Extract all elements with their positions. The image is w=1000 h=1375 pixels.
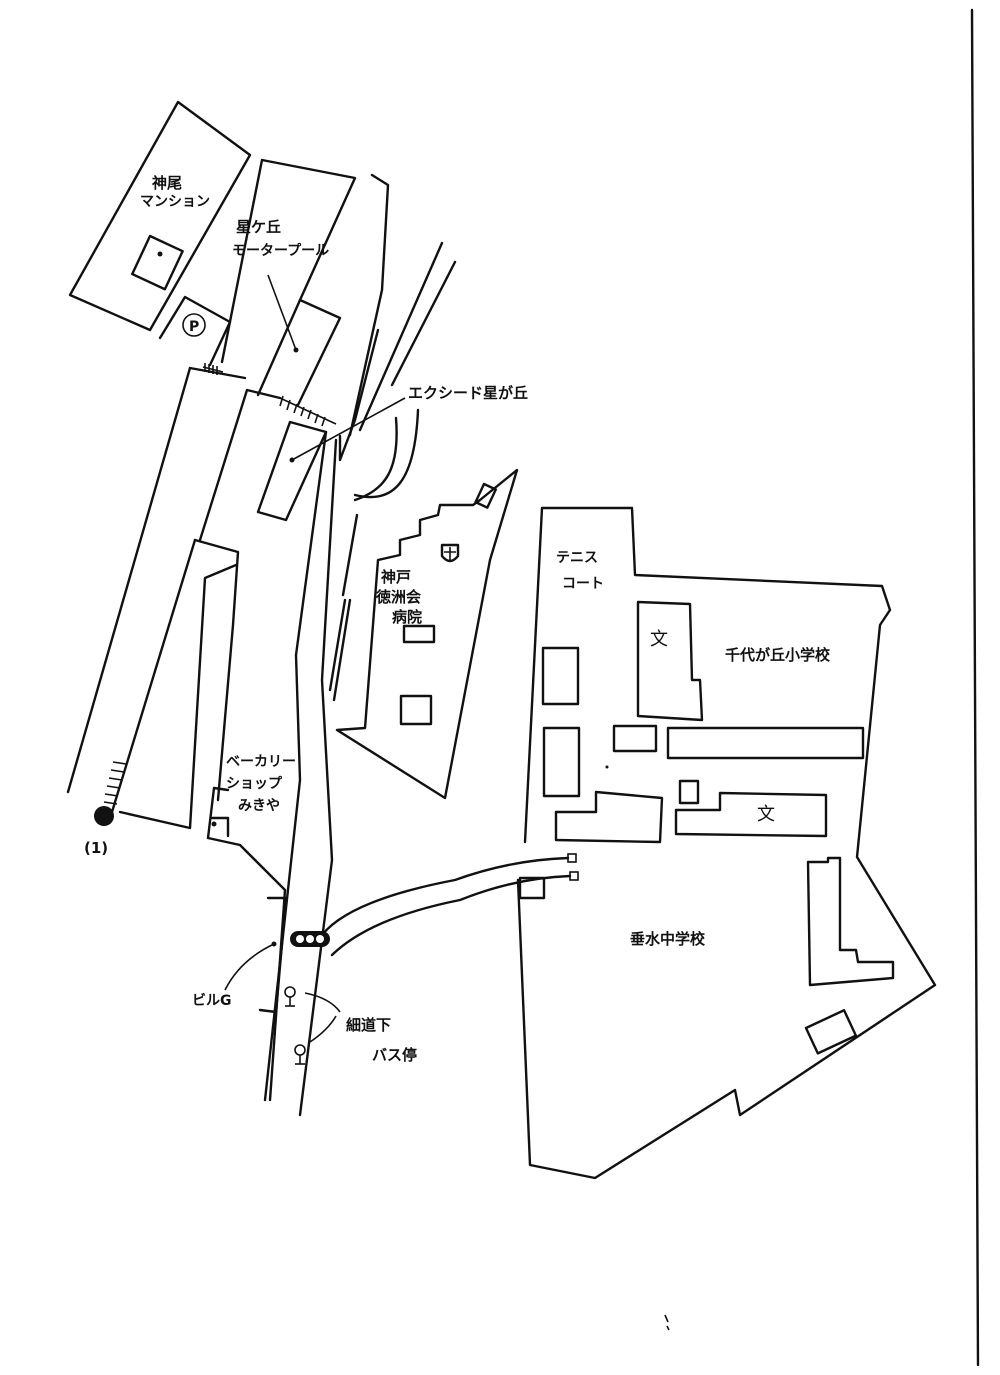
tennis-label-2: コート — [562, 576, 604, 592]
school-compound: 文 文 テニス コート 千代が丘小学校 垂水中学校 — [516, 506, 937, 1180]
school-path — [320, 853, 579, 957]
bus-stop-icon — [284, 986, 296, 1007]
parking-label: P — [189, 319, 199, 335]
bus-stop-label-1: 細道下 — [346, 1016, 391, 1034]
motorpool-label-1: 星ケ丘 — [236, 218, 281, 236]
kamio-label-1: 神尾 — [152, 174, 182, 192]
traffic-light-icon — [290, 931, 330, 947]
bus-stops: 細道下 バス停 — [284, 986, 417, 1065]
bakery-shop: ベーカリー ショップ みきや — [206, 754, 296, 1102]
parking-icon — [182, 313, 206, 337]
school-symbol-icon: 文 — [650, 629, 668, 650]
hospital-cross-icon — [440, 543, 460, 563]
motorpool-block: 星ケ丘 モータープール — [220, 158, 357, 407]
school-symbol-icon: 文 — [757, 804, 775, 825]
hospital-label-2: 徳洲会 — [375, 588, 421, 606]
bakery-label-3: みきや — [238, 798, 280, 814]
building-g: ビルG — [192, 896, 288, 1014]
bus-stop-icon — [294, 1044, 306, 1065]
motorpool-label-2: モータープール — [232, 243, 329, 259]
kamio-label-2: マンション — [140, 194, 210, 210]
bakery-label-2: ショップ — [226, 776, 283, 792]
crosswalks — [103, 363, 337, 805]
elementary-label: 千代が丘小学校 — [725, 646, 831, 664]
bus-stop-label-2: バス停 — [372, 1046, 417, 1064]
hospital-label-3: 病院 — [392, 608, 422, 626]
main-left-road — [66, 366, 247, 830]
stray-mark — [664, 1314, 670, 1331]
page-edge — [970, 8, 980, 1367]
start-marker-label: (1) — [84, 839, 108, 857]
center-road — [263, 173, 457, 1117]
hospital-block: 神戸 徳洲会 病院 — [328, 468, 519, 800]
kamio-mansion-block: 神尾 マンション — [68, 100, 252, 332]
tennis-label-1: テニス — [556, 550, 598, 566]
exceed-block: エクシード星が丘 — [198, 384, 528, 542]
start-marker: (1) — [84, 806, 114, 857]
junior-high-label: 垂水中学校 — [630, 930, 706, 948]
parking-area: P — [158, 295, 232, 367]
exceed-label: エクシード星が丘 — [408, 384, 528, 402]
hospital-label-1: 神戸 — [381, 568, 411, 586]
building-g-label: ビルG — [192, 993, 232, 1009]
bakery-label-1: ベーカリー — [226, 754, 296, 770]
